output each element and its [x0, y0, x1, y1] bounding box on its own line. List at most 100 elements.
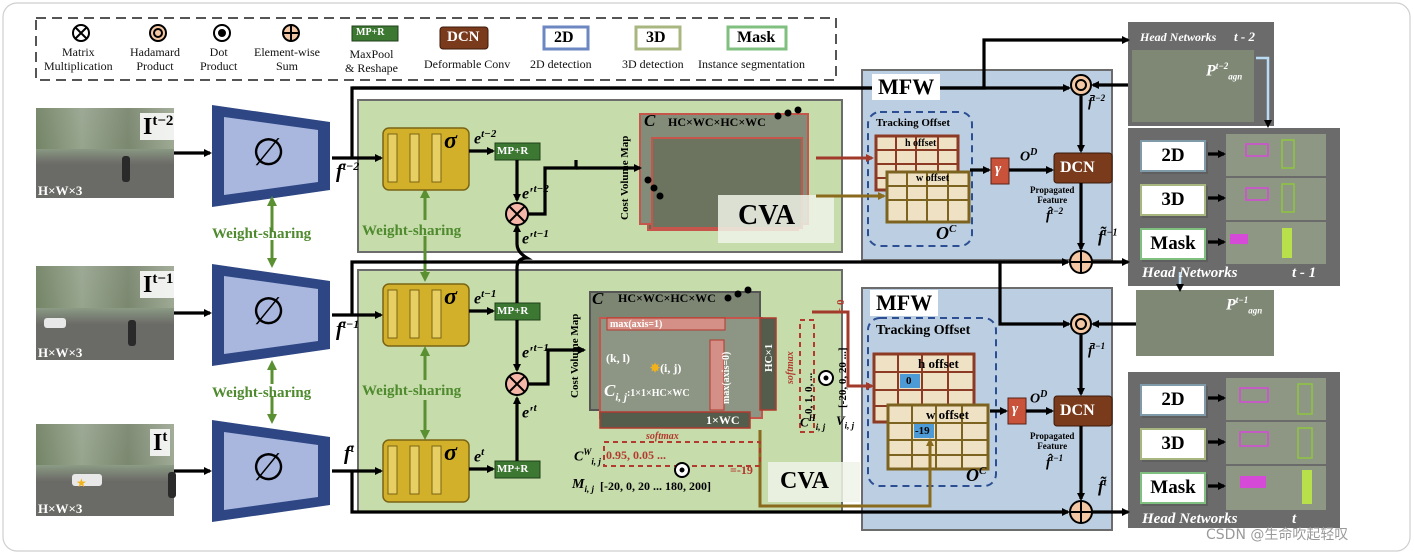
- encoder-symbol-2: ∅: [252, 291, 286, 333]
- weight-sharing-3: Weight-sharing: [362, 223, 462, 239]
- feature-f-t-1: ft−1: [336, 317, 360, 341]
- encoder-3: [212, 420, 330, 522]
- cost-volume-dims-top: HC×WC×HC×WC: [668, 115, 766, 129]
- offset-grid-top-w: [885, 170, 971, 224]
- legend-mpr-swatch: [351, 25, 399, 42]
- m-values: [-20, 0, 20 ... 180, 200]: [600, 479, 711, 493]
- cost-volume-label-top: Cost Volume Map: [619, 135, 631, 220]
- feature-f-t: ft: [344, 441, 355, 465]
- od-bottom: OD: [1030, 389, 1048, 407]
- ftilde-t-1: f̃t−1: [1098, 227, 1118, 246]
- sigma-symbol-2: σ: [444, 284, 457, 310]
- legend-instance-seg: Instance segmentation: [698, 57, 805, 71]
- cost-volume-c-top: C: [644, 111, 656, 130]
- sigma-block-2: [382, 283, 470, 347]
- head-2d-button-mid: 2D: [1140, 140, 1206, 172]
- tracking-offset-bottom: Tracking Offset: [876, 323, 971, 338]
- m-label: Mi, j: [572, 477, 594, 494]
- head-3d-button-mid: 3D: [1140, 184, 1206, 216]
- ch-label: CHi, j: [800, 413, 826, 432]
- sum-2: [1069, 500, 1093, 524]
- legend-mask-symbol: Mask: [737, 29, 776, 46]
- tracking-offset-box-bottom: [867, 317, 997, 487]
- cva-label-top: CVA: [738, 200, 796, 231]
- gamma-2: γ: [1012, 401, 1019, 417]
- sigma-block-3: [382, 439, 470, 503]
- legend-3d-detection: 3D detection: [622, 57, 684, 71]
- encoder-2: [212, 264, 330, 366]
- legend-mask-swatch: [726, 25, 788, 51]
- head-tiles-bottom: [1226, 378, 1326, 510]
- fhat-bottom: f̂t−1: [1046, 453, 1064, 471]
- mpr-label-2: MP+R: [497, 305, 529, 317]
- offset-grid-bottom-w: [886, 403, 990, 471]
- cij-label: Ci, j:1×1×HC×WC: [604, 381, 690, 404]
- input-label-2: It−1: [140, 271, 177, 298]
- cost-volume-label-bottom: Cost Volume Map: [569, 313, 581, 398]
- embed-e-t-2: et−2: [474, 128, 497, 148]
- hc1-label: HC×1: [763, 343, 775, 372]
- dcn-box-2: [1053, 395, 1113, 427]
- propagated-label-2: Propagated Feature: [1030, 431, 1075, 451]
- weight-sharing-1: Weight-sharing: [212, 226, 312, 242]
- encoder-1: [212, 105, 330, 207]
- softmax-label-1: softmax: [785, 351, 796, 384]
- p-agn-mid: Pt−1agn: [1226, 295, 1263, 316]
- fbar-t-1: f̄t−1: [1088, 341, 1106, 359]
- cva-label-bottom: CVA: [780, 468, 829, 494]
- v-result: = 0: [835, 299, 847, 314]
- head-time-bottom: t: [1292, 511, 1297, 527]
- tracking-offset-box-top: [867, 111, 973, 247]
- wc1-label: 1×WC: [706, 413, 740, 427]
- embed-eprime-t-2: e′t−2: [522, 183, 549, 203]
- m-result: =-19: [730, 463, 753, 477]
- head-2d-button-bottom: 2D: [1140, 384, 1206, 416]
- ij-label: ✸(i, j): [650, 361, 682, 375]
- head-mask-button-bottom: Mask: [1140, 472, 1206, 504]
- hadamard-2: [1070, 313, 1092, 335]
- legend-3d-symbol: 3D: [646, 29, 666, 46]
- v-values: [-20, 0, 20 ...]: [837, 347, 849, 409]
- legend-mpr-symbol: MP+R: [356, 27, 385, 38]
- ch-values: 0, 1, 0, ...: [803, 372, 815, 414]
- legend-3d-swatch: [634, 25, 682, 51]
- encoder-symbol-3: ∅: [252, 447, 286, 489]
- v-label: Vi, j: [836, 413, 855, 431]
- embed-eprime-t-1-bottom: e′t−1: [522, 342, 549, 362]
- cost-volume-dims-bottom: HC×WC×HC×WC: [618, 291, 716, 305]
- legend-2d-detection: 2D detection: [530, 57, 592, 71]
- sigma-symbol-3: σ: [444, 440, 457, 466]
- h-offset-bottom: h offset: [918, 356, 959, 371]
- embed-eprime-t-1-top: e′t−1: [522, 228, 549, 248]
- w-offset-bottom: w offset: [926, 407, 969, 422]
- dcn-label-2: DCN: [1060, 402, 1095, 419]
- legend-deformable-conv: Deformable Conv: [424, 57, 511, 71]
- head-title-bottom: Head Networks: [1142, 511, 1238, 527]
- hadamard-1: [1070, 74, 1092, 96]
- head-panel-top-img: [1132, 50, 1254, 122]
- watermark: CSDN @生命吹起轻叹: [1206, 527, 1349, 543]
- legend-dcn-symbol: DCN: [447, 29, 480, 45]
- oc-top: OC: [936, 223, 957, 243]
- head-title-mid: Head Networks: [1142, 265, 1238, 281]
- gamma-1: γ: [995, 161, 1002, 177]
- legend-hadamard: Hadamard Product: [130, 45, 180, 73]
- legend-symbols: [72, 24, 300, 42]
- max-axis0-label: max(axis=0): [721, 351, 732, 404]
- head-3d-button-bottom: 3D: [1140, 428, 1206, 460]
- w-offset-value: -19: [915, 425, 930, 437]
- legend-matrix-mult: Matrix Multiplication: [44, 45, 113, 73]
- legend-2d-swatch: [542, 25, 590, 51]
- mfw-label-bottom: MFW: [870, 290, 939, 316]
- softmax-label-2: softmax: [646, 431, 679, 442]
- kl-label: (k, l): [606, 351, 630, 365]
- embed-e-t: et: [474, 446, 485, 466]
- w-offset-top: w offset: [916, 173, 950, 184]
- sigma-symbol-1: σ: [444, 128, 457, 154]
- propagated-label-1: Propagated Feature: [1030, 185, 1075, 205]
- weight-sharing-2: Weight-sharing: [212, 385, 312, 401]
- dotprod-1: [818, 370, 834, 386]
- cw-label: CWi, j: [574, 447, 601, 467]
- matmul-2: [505, 372, 529, 396]
- embed-eprime-t: e′t: [522, 402, 537, 422]
